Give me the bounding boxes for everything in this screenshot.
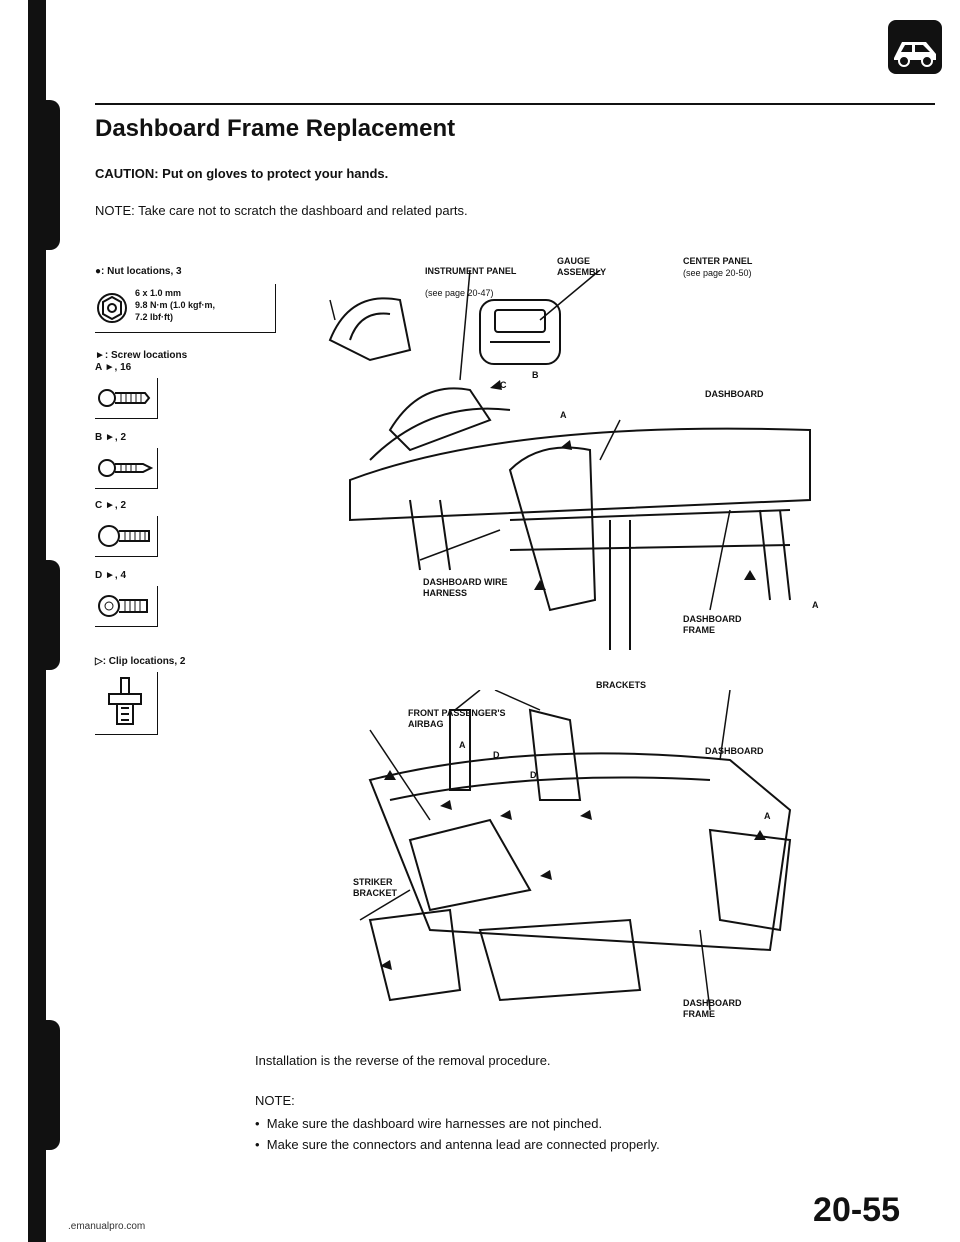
label-wire-harness: DASHBOARD WIRE HARNESS (423, 577, 508, 598)
page-number: 20-55 (813, 1191, 900, 1229)
note-text: NOTE: Take care not to scratch the dashb… (95, 203, 468, 218)
label-center-panel: CENTER PANEL (683, 256, 753, 266)
nut-spec-box: 6 x 1.0 mm 9.8 N·m (1.0 kgf·m, 7.2 lbf·f… (95, 284, 276, 333)
installation-text: Installation is the reverse of the remov… (255, 1053, 551, 1068)
binding-spine (28, 0, 46, 1242)
binding-tab (46, 1020, 60, 1150)
screw-a-icon (95, 378, 158, 419)
nut-spec-size: 6 x 1.0 mm (135, 288, 182, 298)
label-dashboard-2: DASHBOARD (705, 746, 764, 756)
screw-marker-a: A (812, 600, 819, 610)
screw-marker-a: A (459, 740, 466, 750)
label-instrument-panel-ref: (see page 20-47) (425, 288, 494, 298)
nut-spec-torque: 9.8 N·m (1.0 kgf·m, (135, 300, 216, 310)
watermark: .emanualpro.com (68, 1221, 146, 1232)
header-rule (95, 103, 935, 105)
caution-text: CAUTION: Put on gloves to protect your h… (95, 166, 389, 181)
page-title: Dashboard Frame Replacement (95, 115, 456, 142)
label-dashboard-frame-2: DASHBOARD FRAME (683, 998, 742, 1019)
screw-marker-d: D (530, 770, 537, 780)
label-dashboard: DASHBOARD (705, 389, 764, 399)
nut-spec-torque-ft: 7.2 lbf·ft) (135, 312, 173, 322)
screw-marker-d: D (493, 750, 500, 760)
dashboard-installed-diagram (359, 690, 792, 1011)
screw-marker-b: B (532, 370, 539, 380)
car-icon (888, 20, 942, 74)
label-center-panel-ref: (see page 20-50) (683, 268, 752, 278)
screw-marker-a: A (764, 811, 771, 821)
screw-b-count: B ►, 2 (95, 432, 127, 443)
label-striker-bracket: STRIKER BRACKET (353, 877, 397, 898)
nut-locations-label: ●: Nut locations, 3 (95, 266, 182, 277)
screw-d-icon (95, 586, 158, 627)
binding-tab (46, 560, 60, 670)
label-brackets: BRACKETS (596, 680, 647, 690)
screw-marker-c: C (500, 380, 507, 390)
screw-locations-label: ►: Screw locations (95, 350, 188, 361)
bullet-item: • Make sure the dashboard wire harnesses… (255, 1116, 603, 1131)
screw-d-count: D ►, 4 (95, 570, 127, 581)
screw-b-icon (95, 448, 158, 489)
binding-tab (46, 100, 60, 250)
screw-marker-a: A (560, 410, 567, 420)
label-gauge-assembly: GAUGE ASSEMBLY (557, 256, 607, 277)
label-instrument-panel: INSTRUMENT PANEL (425, 266, 517, 276)
clip-icon (95, 672, 158, 735)
label-dashboard-frame: DASHBOARD FRAME (683, 614, 742, 635)
screw-c-count: C ►, 2 (95, 500, 127, 511)
clip-locations-label: ▷: Clip locations, 2 (95, 656, 186, 667)
label-passenger-airbag: FRONT PASSENGER'S AIRBAG (408, 708, 506, 729)
screw-c-icon (95, 516, 158, 557)
dashboard-exploded-diagram (328, 270, 811, 650)
screw-a-count: A ►, 16 (95, 362, 132, 373)
nut-icon (97, 293, 127, 323)
note-heading: NOTE: (255, 1093, 295, 1108)
bullet-item: • Make sure the connectors and antenna l… (255, 1137, 660, 1152)
